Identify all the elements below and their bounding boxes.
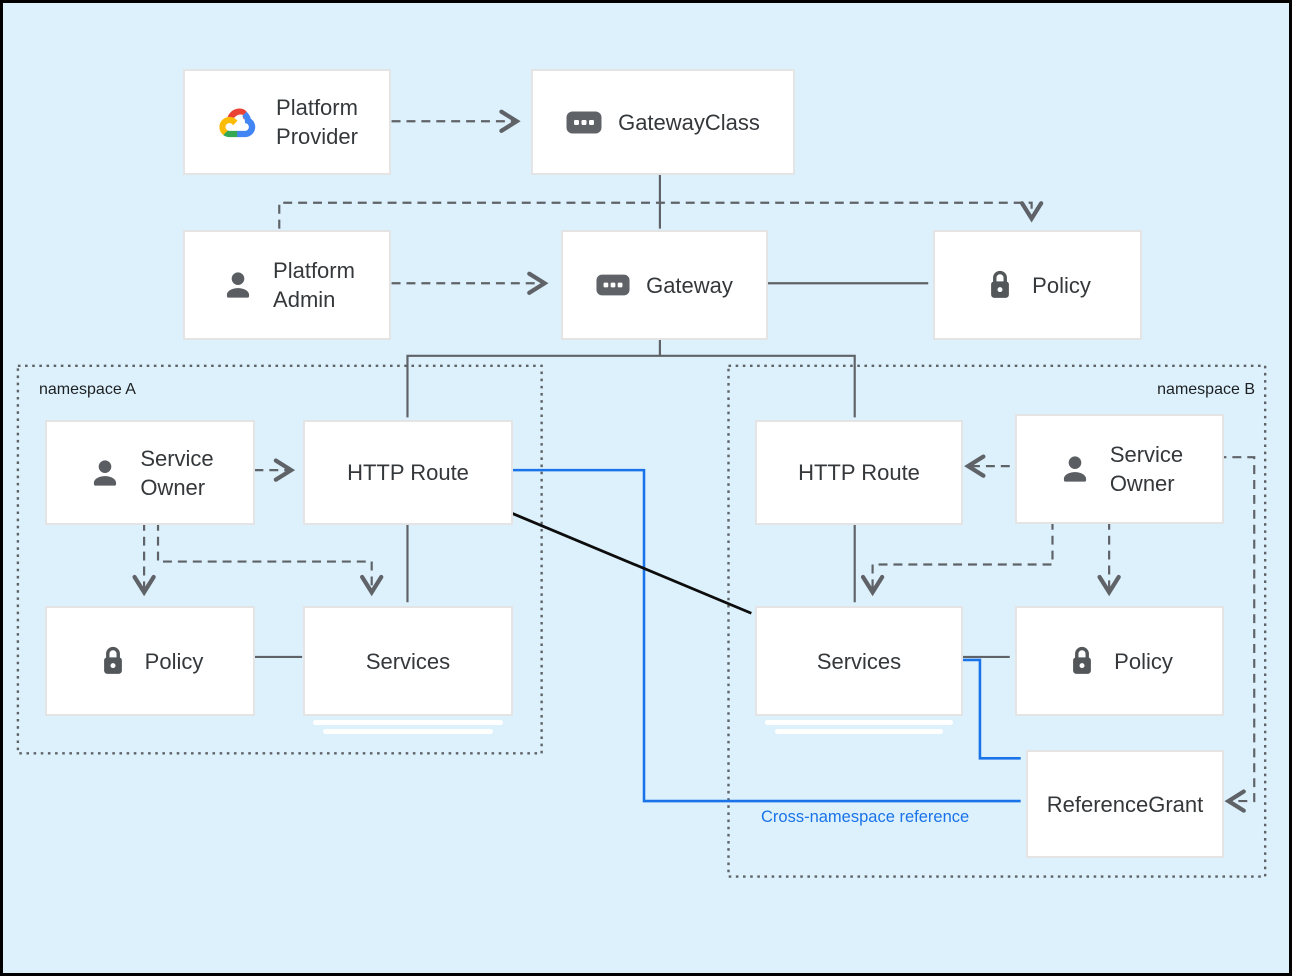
- lock-icon: [984, 268, 1016, 302]
- lock-icon: [1066, 644, 1098, 678]
- edge-service-owner-a-to-services-a: [156, 521, 384, 597]
- namespace-b-border: [727, 364, 1267, 878]
- cross-namespace-reference-label: Cross-namespace reference: [761, 808, 970, 826]
- edge-httproute-a-to-referencegrant-blue: [510, 468, 1021, 803]
- node-platform-provider: Platform Provider: [183, 69, 391, 175]
- services-a-stack-bar: [323, 729, 493, 734]
- node-httproute-b: HTTP Route: [755, 420, 963, 525]
- services-b-stack-bar: [765, 720, 953, 725]
- node-label: Platform Admin: [273, 258, 355, 312]
- edge-platform-admin-to-policy: [278, 201, 1044, 229]
- node-policy-top: Policy: [933, 230, 1142, 340]
- node-label: HTTP Route: [347, 460, 469, 485]
- node-policy-b: Policy: [1015, 606, 1224, 716]
- node-label: HTTP Route: [798, 460, 920, 485]
- person-icon: [86, 454, 124, 492]
- services-b-stack-bar: [775, 729, 943, 734]
- person-icon: [1056, 450, 1094, 488]
- node-httproute-a: HTTP Route: [303, 420, 513, 525]
- node-label: Platform Provider: [276, 95, 358, 149]
- node-gatewayclass: GatewayClass: [531, 69, 795, 175]
- node-platform-admin: Platform Admin: [183, 230, 391, 340]
- lock-icon: [97, 644, 129, 678]
- edge-gateway-to-httproutes: [406, 337, 856, 418]
- node-label: Service Owner: [140, 445, 214, 500]
- edge-service-owner-b-to-services-b: [860, 520, 1054, 597]
- node-service-owner-b: Service Owner: [1015, 414, 1224, 524]
- edge-layer: [16, 109, 1267, 878]
- node-label: GatewayClass: [618, 109, 760, 135]
- node-gateway: Gateway: [561, 230, 768, 340]
- namespace-a-border: [16, 364, 543, 755]
- edge-httproute-a-to-services-b-black: [510, 511, 752, 615]
- edge-service-owner-b-to-referencegrant: [1217, 456, 1256, 813]
- namespace-a-label: namespace A: [39, 381, 136, 398]
- node-label: ReferenceGrant: [1046, 791, 1204, 817]
- node-services-b: Services: [755, 606, 963, 716]
- edge-services-b-to-referencegrant-blue: [956, 658, 1021, 760]
- node-label: Services: [816, 648, 902, 674]
- api-resource-icon: [596, 274, 630, 296]
- node-label: Policy: [144, 648, 204, 674]
- node-label: Policy: [1032, 272, 1091, 298]
- node-policy-a: Policy: [45, 606, 255, 716]
- node-label: Services: [365, 648, 451, 674]
- node-service-owner-a: Service Owner: [45, 420, 255, 525]
- node-label: Gateway: [646, 272, 733, 298]
- services-a-stack-bar: [313, 720, 503, 725]
- namespace-b-label: namespace B: [1157, 381, 1255, 398]
- person-icon: [219, 266, 257, 304]
- node-label: Policy: [1114, 648, 1173, 674]
- node-services-a: Services: [303, 606, 513, 716]
- api-resource-icon: [566, 111, 602, 134]
- node-label: Service Owner: [1109, 442, 1184, 496]
- node-referencegrant: ReferenceGrant: [1026, 750, 1224, 858]
- google-cloud-icon: [216, 102, 260, 142]
